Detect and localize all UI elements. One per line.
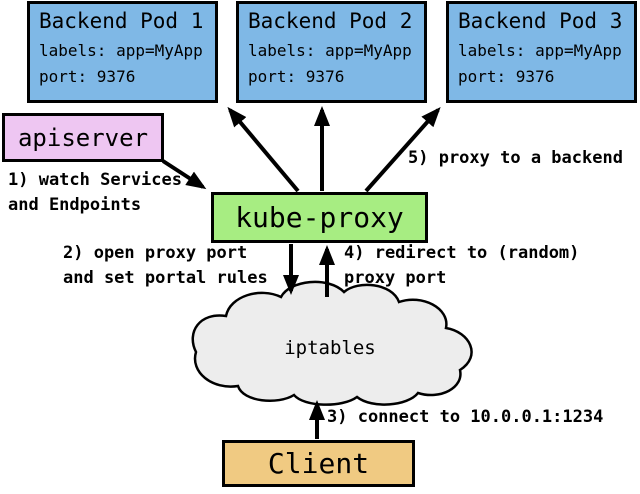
node-backend-pod-1: Backend Pod 1 labels: app=MyApp port: 93… — [27, 1, 218, 103]
pod-1-title: Backend Pod 1 — [39, 9, 204, 33]
pod-2-title: Backend Pod 2 — [248, 9, 413, 33]
arrow-kubeproxy-to-pod1 — [227, 106, 300, 193]
arrow-kubeproxy-to-pod3 — [364, 107, 441, 193]
iptables-label: iptables — [284, 337, 376, 359]
pod-2-port: port: 9376 — [248, 67, 345, 86]
arrow-apiserver-to-kubeproxy — [161, 159, 207, 190]
node-backend-pod-3: Backend Pod 3 labels: app=MyApp port: 93… — [446, 1, 637, 103]
iptables-cloud — [191, 280, 473, 406]
pod-2-labels: labels: app=MyApp — [248, 41, 412, 60]
pod-3-port: port: 9376 — [458, 67, 555, 86]
pod-3-labels: labels: app=MyApp — [458, 41, 622, 60]
pod-3-title: Backend Pod 3 — [458, 9, 623, 33]
client-label: Client — [267, 447, 370, 480]
node-apiserver: apiserver — [2, 113, 164, 162]
node-kube-proxy: kube-proxy — [211, 192, 428, 243]
pod-1-port: port: 9376 — [39, 67, 136, 86]
apiserver-label: apiserver — [17, 123, 149, 152]
annotation-step-1: 1) watch Services and Endpoints — [8, 170, 182, 215]
node-backend-pod-2: Backend Pod 2 labels: app=MyApp port: 93… — [236, 1, 427, 103]
pod-1-labels: labels: app=MyApp — [39, 41, 203, 60]
annotation-step-2: 2) open proxy port and set portal rules — [63, 243, 268, 288]
annotation-step-5: 5) proxy to a backend — [408, 148, 623, 168]
annotation-step-3: 3) connect to 10.0.0.1:1234 — [327, 407, 604, 427]
node-client: Client — [222, 440, 415, 487]
annotation-step-4: 4) redirect to (random) proxy port — [344, 243, 580, 288]
kube-proxy-label: kube-proxy — [235, 201, 404, 234]
